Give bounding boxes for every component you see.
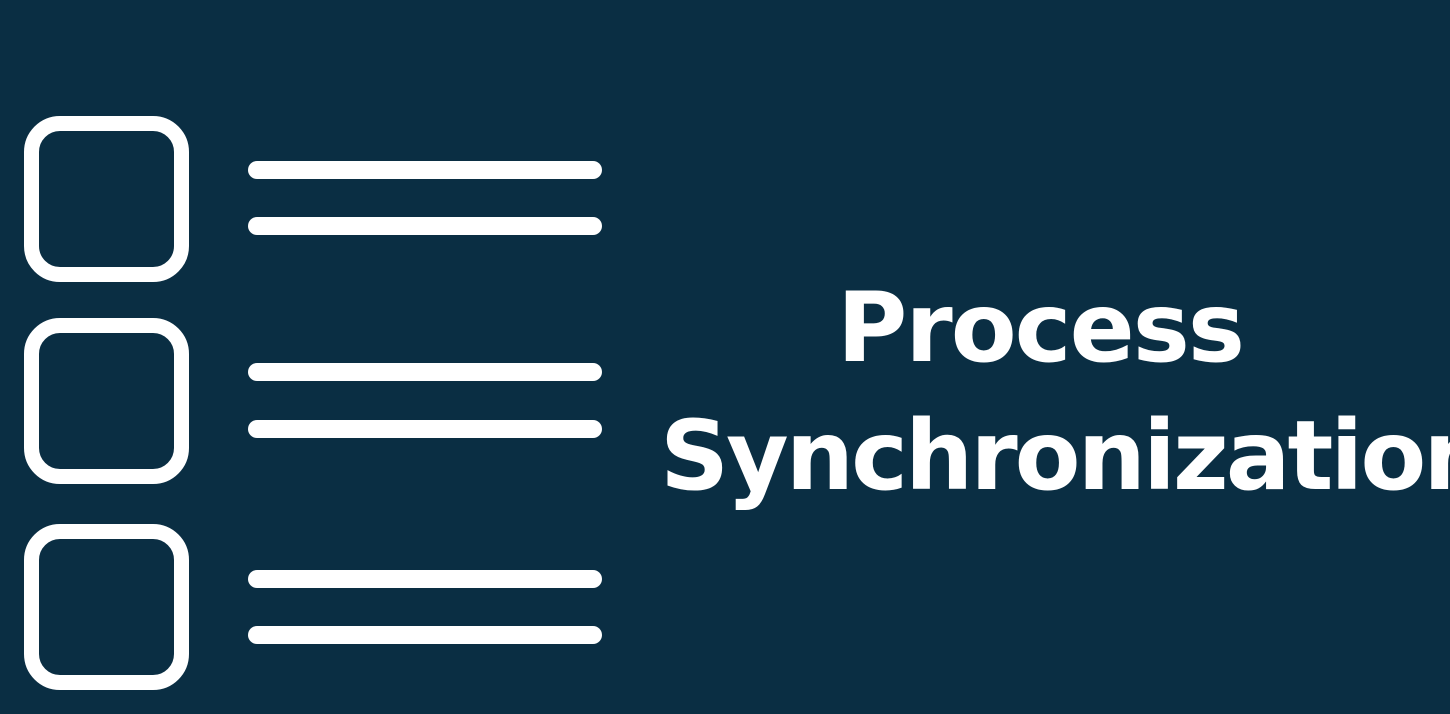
checklist-line	[248, 217, 602, 235]
checkbox-empty-icon	[24, 524, 189, 690]
title-line-1: Process	[837, 272, 1245, 384]
checklist-line	[248, 363, 602, 381]
checklist-line	[248, 626, 602, 644]
checklist-line	[248, 570, 602, 588]
checkbox-empty-icon	[24, 318, 189, 484]
checkbox-empty-icon	[24, 116, 189, 282]
checklist-line	[248, 420, 602, 438]
title-block: Process Synchronization	[660, 280, 1450, 504]
checklist-graphic	[0, 0, 640, 714]
checklist-line	[248, 161, 602, 179]
title-line-2: Synchronization	[660, 400, 1450, 512]
